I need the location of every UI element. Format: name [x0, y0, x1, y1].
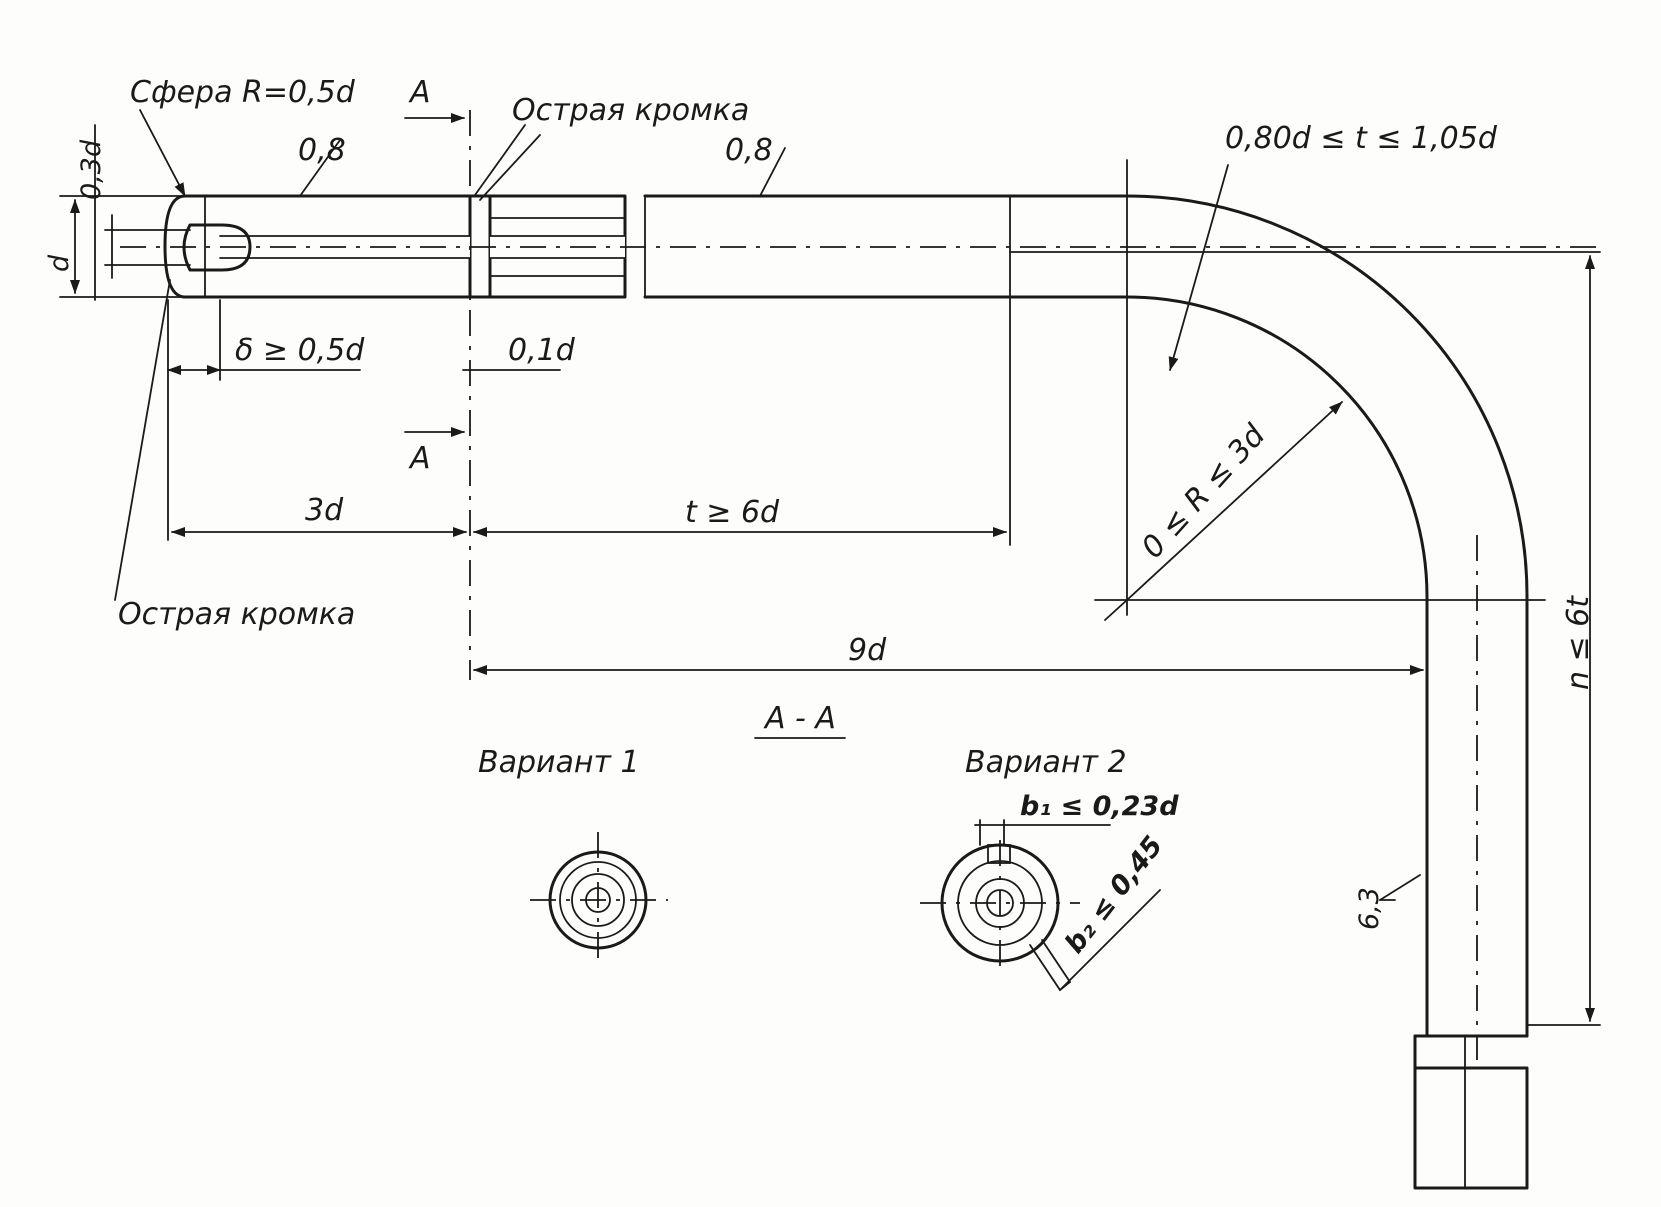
sharp-edge-bottom-label: Острая кромка — [118, 597, 355, 632]
section-variant1 — [530, 832, 668, 968]
dim-9d-label: 9d — [848, 633, 887, 668]
sharp-edge-top-label: Острая кромка — [512, 93, 749, 128]
leaders — [114, 109, 1421, 901]
sphere-label: Сфера R=0,5d — [130, 75, 356, 110]
center-lines — [120, 110, 1600, 1060]
section-mark-bottom: A — [408, 441, 431, 476]
dim-t6d-label: t ≥ 6d — [685, 495, 780, 530]
handle-knurl — [1413, 1034, 1529, 1190]
dim-01d-label: 0,1d — [508, 333, 576, 368]
dim-b1-label: b₁ ≤ 0,23d — [1020, 791, 1179, 822]
dim-radius-label: 0 ≤ R ≤ 3d — [1135, 418, 1273, 566]
dim-n-label: n ≤ 6t — [1561, 595, 1596, 690]
roughness-bottom-label: 6,3 — [1354, 887, 1385, 930]
dim-d-label: d — [44, 254, 75, 272]
variant1-label: Вариант 1 — [478, 745, 640, 780]
dimension-lines — [59, 113, 1601, 1026]
dim-3d-label: 3d — [305, 493, 344, 528]
dim-03d-label: 0,3d — [76, 139, 107, 200]
dim-delta-label: δ ≥ 0,5d — [235, 333, 365, 368]
section-mark-top: A — [408, 75, 431, 110]
variant2-label: Вариант 2 — [965, 745, 1127, 780]
dim-b2-label: b₂ ≤ 0,45 — [1059, 831, 1169, 960]
probe-tube-body — [643, 194, 1529, 1038]
section-title: A - A — [763, 701, 836, 736]
section-variant2 — [920, 819, 1161, 992]
roughness-right-label: 0,8 — [725, 133, 773, 168]
probe-neck-section — [468, 194, 627, 299]
dim-thickness-label: 0,80d ≤ t ≤ 1,05d — [1225, 121, 1498, 156]
roughness-left-label: 0,8 — [298, 133, 346, 168]
